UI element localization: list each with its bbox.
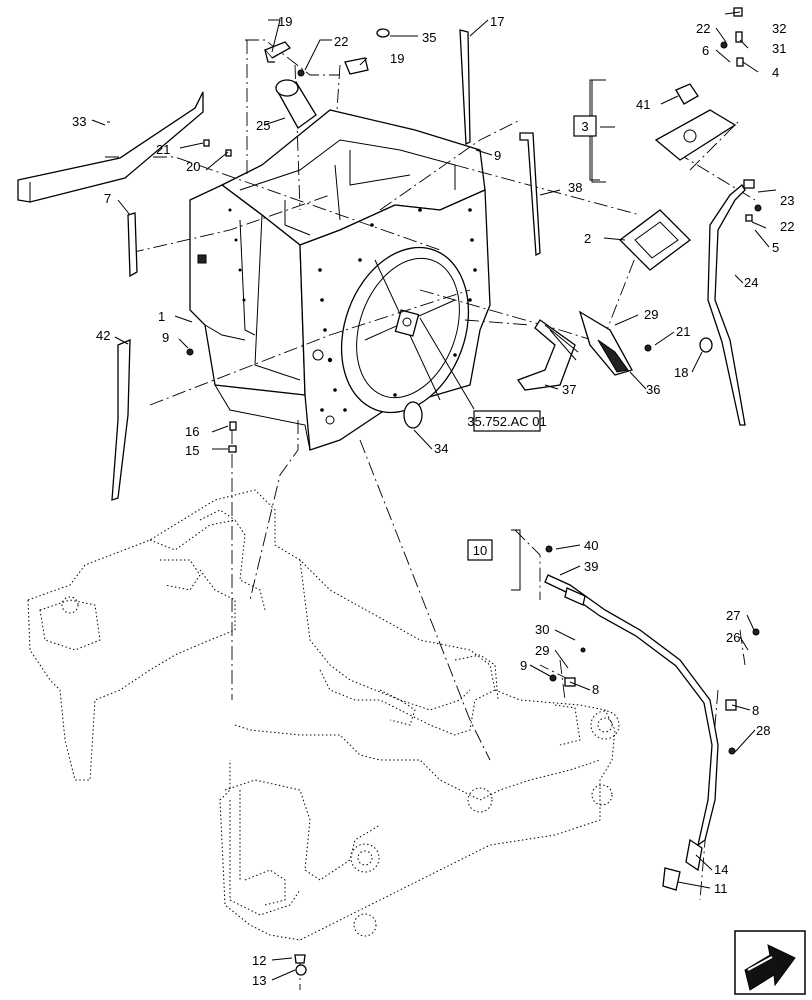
box-ref-3: 3 (573, 115, 597, 137)
arrow-right-icon[interactable] (734, 930, 806, 995)
part-41-cap (675, 83, 699, 105)
part-42-seal (111, 339, 131, 501)
callout: 40 (584, 538, 598, 553)
callout: 13 (252, 973, 266, 988)
box-ref-10: 10 (467, 539, 493, 561)
part-18-grommet (699, 337, 713, 353)
part-12-13-fittings (294, 954, 307, 976)
callout: 8 (592, 682, 599, 697)
part-7-seal (127, 212, 138, 278)
callout: 29 (644, 307, 658, 322)
leader-lines (91, 11, 777, 981)
part-11-fitting (662, 867, 681, 891)
callout: 26 (726, 630, 740, 645)
callout: 23 (780, 193, 794, 208)
callout: 1 (158, 309, 165, 324)
box-ref-35752-label: 35.752.AC 01 (467, 414, 547, 429)
part-33-foam-strip (17, 91, 204, 203)
part-39-hose (544, 574, 719, 872)
part-36-cover (578, 310, 633, 376)
callout: 41 (636, 97, 650, 112)
callout: 30 (535, 622, 549, 637)
callout: 17 (490, 14, 504, 29)
callout: 18 (674, 365, 688, 380)
part-3-plate (654, 109, 737, 161)
callout: 34 (434, 441, 448, 456)
radiator-housing (189, 109, 491, 451)
part-38-rod (519, 132, 541, 257)
box-ref-35752[interactable]: 35.752.AC 01 (467, 410, 547, 432)
callout: 9 (162, 330, 169, 345)
callout: 27 (726, 608, 740, 623)
callout: 28 (756, 723, 770, 738)
callout: 24 (744, 275, 758, 290)
part-34-o-ring (403, 401, 423, 429)
callout: 32 (772, 21, 786, 36)
callout: 16 (185, 424, 199, 439)
box-ref-10-label: 10 (473, 543, 487, 558)
callout: 29 (535, 643, 549, 658)
callout: 36 (646, 382, 660, 397)
part-25-filter (275, 79, 317, 129)
callout: 33 (72, 114, 86, 129)
part-37-harness (516, 319, 579, 391)
callout: 2 (584, 231, 591, 246)
part-35-cap (376, 28, 390, 38)
callout: 14 (714, 862, 728, 877)
box-ref-3-label: 3 (581, 119, 588, 134)
callout: 22 (696, 21, 710, 36)
callout: 21 (676, 324, 690, 339)
callout: 37 (562, 382, 576, 397)
callout: 42 (96, 328, 110, 343)
callout: 25 (256, 118, 270, 133)
callout: 12 (252, 953, 266, 968)
callout: 4 (772, 65, 779, 80)
callout: 39 (584, 559, 598, 574)
callout: 6 (702, 43, 709, 58)
part-24-hose (707, 184, 746, 426)
callout: 38 (568, 180, 582, 195)
callout: 11 (714, 881, 728, 896)
callout: 8 (752, 703, 759, 718)
callout: 31 (772, 41, 786, 56)
chassis-frame-outline (27, 489, 620, 941)
callout: 7 (104, 191, 111, 206)
callout: 9 (520, 658, 527, 673)
callout: 9 (494, 148, 501, 163)
callout: 19 (390, 51, 404, 66)
callout: 22 (780, 219, 794, 234)
part-2-gasket (619, 209, 691, 271)
callout-labels: 19 22 35 17 32 22 31 19 6 4 33 25 3 41 2… (72, 14, 794, 988)
part-17-rod (459, 29, 471, 146)
callout: 22 (334, 34, 348, 49)
callout: 5 (772, 240, 779, 255)
part-19-brackets (263, 41, 369, 75)
callout: 19 (278, 14, 292, 29)
callout: 15 (185, 443, 199, 458)
callout: 20 (186, 159, 200, 174)
callout: 21 (156, 142, 170, 157)
callout: 35 (422, 30, 436, 45)
